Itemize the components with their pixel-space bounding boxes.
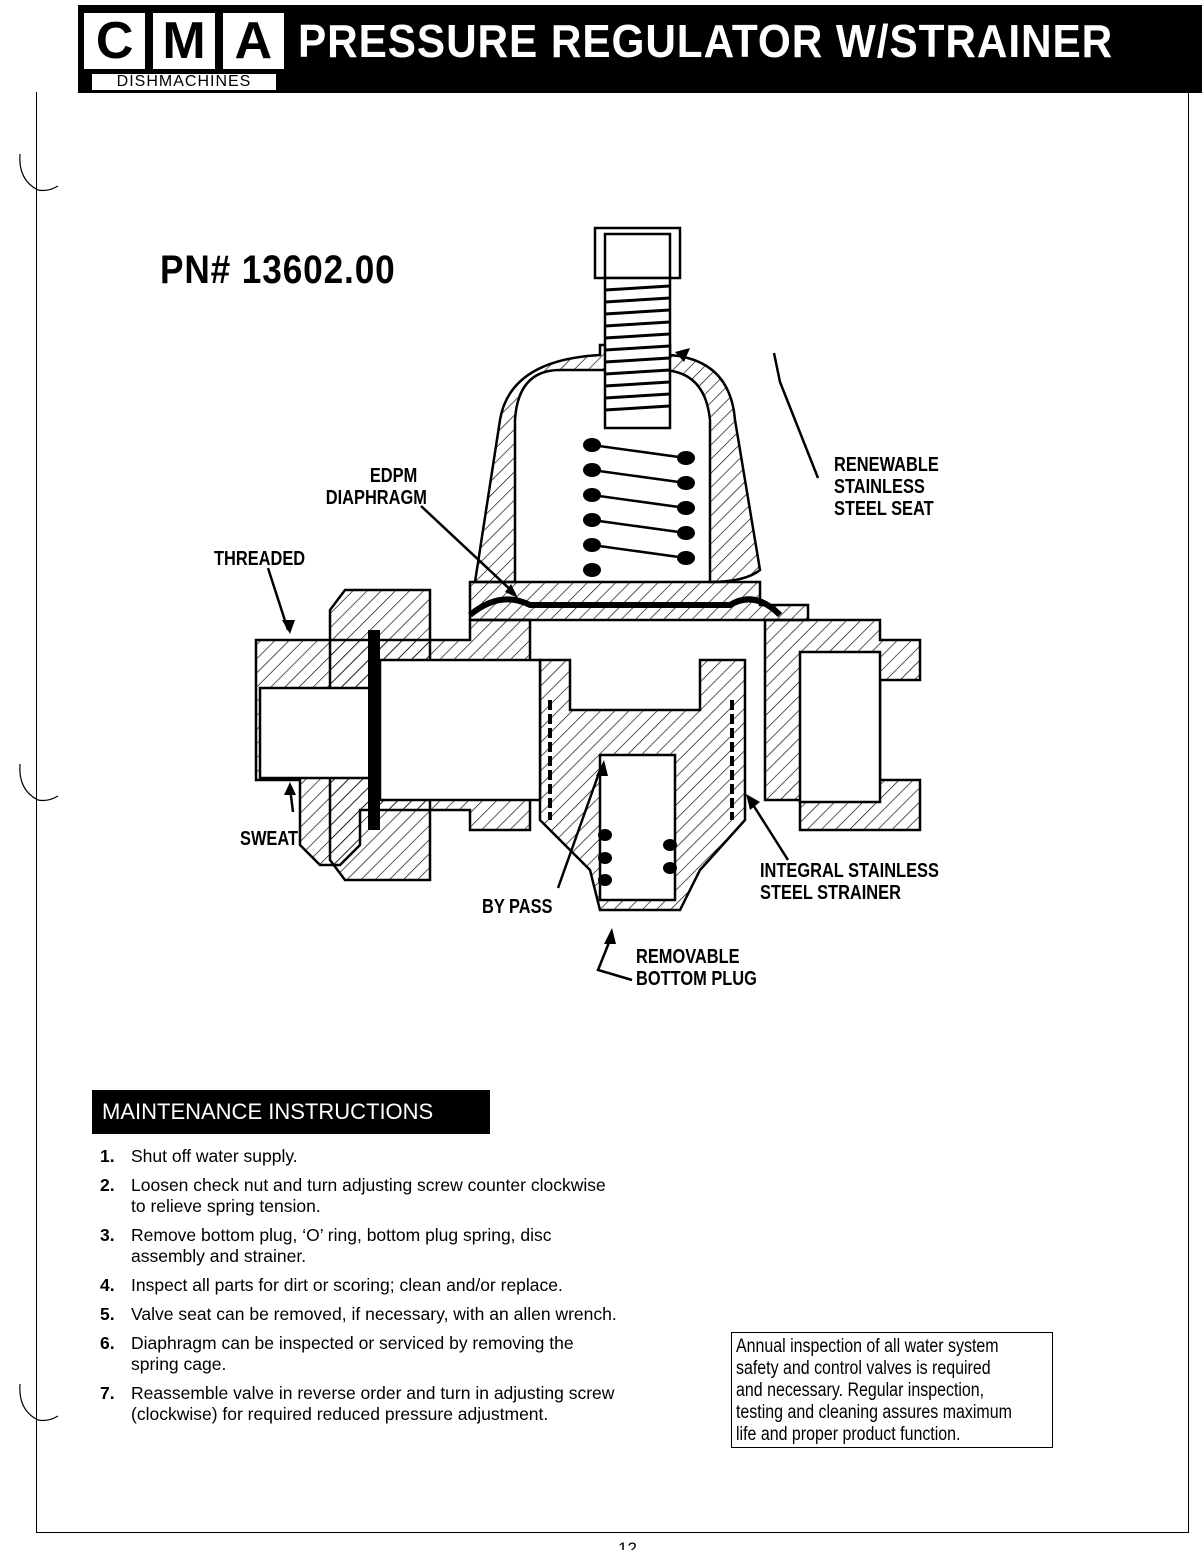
step-text: Shut off water supply. bbox=[131, 1146, 298, 1166]
callout-renewable-seat: RENEWABLE STAINLESS STEEL SEAT bbox=[834, 454, 939, 520]
page-frame-bottom bbox=[36, 1532, 1188, 1533]
step-number: 4. bbox=[100, 1275, 115, 1295]
list-item: 5. Valve seat can be removed, if necessar… bbox=[100, 1304, 620, 1325]
step-text: Reassemble valve in reverse order and tu… bbox=[131, 1383, 615, 1424]
list-item: 1. Shut off water supply. bbox=[100, 1146, 620, 1167]
note-line: life and proper product function. bbox=[736, 1424, 961, 1445]
callout-line: EDPM bbox=[369, 465, 418, 487]
list-item: 3. Remove bottom plug, ‘O’ ring, bottom p… bbox=[100, 1225, 620, 1267]
step-number: 6. bbox=[100, 1333, 115, 1353]
maintenance-heading: MAINTENANCE INSTRUCTIONS bbox=[92, 1090, 490, 1134]
step-text: Remove bottom plug, ‘O’ ring, bottom plu… bbox=[131, 1225, 552, 1266]
callout-line: RENEWABLE bbox=[834, 454, 939, 476]
note-line: Annual inspection of all water system bbox=[736, 1336, 999, 1357]
step-text: Valve seat can be removed, if necessary,… bbox=[131, 1304, 617, 1324]
step-number: 7. bbox=[100, 1383, 115, 1403]
callout-threaded: THREADED bbox=[214, 548, 306, 570]
note-line: and necessary. Regular inspection, bbox=[736, 1380, 985, 1401]
list-item: 6. Diaphragm can be inspected or serviced… bbox=[100, 1333, 620, 1375]
note-line: safety and control valves is required bbox=[736, 1358, 991, 1379]
list-item: 2. Loosen check nut and turn adjusting sc… bbox=[100, 1175, 620, 1217]
page-frame-right bbox=[1188, 92, 1189, 1533]
callout-line: DIAPHRAGM bbox=[325, 487, 427, 509]
step-number: 2. bbox=[100, 1175, 115, 1195]
page-title: PRESSURE REGULATOR W/STRAINER bbox=[298, 15, 1114, 67]
cma-logo: C M A DISHMACHINES bbox=[78, 8, 290, 90]
maintenance-steps: 1. Shut off water supply. 2. Loosen check … bbox=[100, 1146, 620, 1433]
note-line: testing and cleaning assures maximum bbox=[736, 1402, 1012, 1423]
callout-edpm-diaphragm: EDPM DIAPHRAGM bbox=[326, 465, 427, 509]
binder-hole-icon bbox=[19, 153, 59, 192]
binder-hole-icon bbox=[19, 1383, 59, 1422]
inspection-note: Annual inspection of all water system sa… bbox=[731, 1332, 1053, 1448]
binder-hole-icon bbox=[19, 763, 59, 802]
step-text: Loosen check nut and turn adjusting scre… bbox=[131, 1175, 606, 1216]
logo-letter: C bbox=[82, 11, 148, 71]
strainer bbox=[548, 700, 734, 820]
part-number: PN# 13602.00 bbox=[160, 248, 396, 292]
callout-line: STAINLESS bbox=[834, 476, 925, 498]
logo-subtitle: DISHMACHINES bbox=[92, 74, 276, 90]
gasket bbox=[368, 630, 380, 830]
step-text: Inspect all parts for dirt or scoring; c… bbox=[131, 1275, 563, 1295]
logo-letter: M bbox=[151, 11, 217, 71]
bottom-plug-spring bbox=[598, 829, 677, 886]
callout-line: BOTTOM PLUG bbox=[636, 968, 757, 990]
callout-bypass: BY PASS bbox=[482, 896, 553, 918]
callout-arrows bbox=[266, 352, 820, 982]
step-number: 3. bbox=[100, 1225, 115, 1245]
callout-removable-plug: REMOVABLE BOTTOM PLUG bbox=[636, 946, 757, 990]
callout-line: INTEGRAL STAINLESS bbox=[760, 860, 939, 882]
callout-line: REMOVABLE bbox=[636, 946, 740, 968]
callout-line: STEEL SEAT bbox=[834, 498, 934, 520]
logo-letter: A bbox=[220, 11, 286, 71]
pressure-regulator-diagram bbox=[254, 226, 922, 982]
callout-line: STEEL STRAINER bbox=[760, 882, 901, 904]
diaphragm bbox=[468, 596, 783, 618]
spring bbox=[583, 438, 695, 577]
list-item: 7. Reassemble valve in reverse order and … bbox=[100, 1383, 620, 1425]
adjusting-screw bbox=[603, 276, 672, 430]
arrowheads bbox=[282, 348, 760, 944]
list-item: 4. Inspect all parts for dirt or scoring;… bbox=[100, 1275, 620, 1296]
flow-passages bbox=[258, 650, 882, 902]
step-number: 5. bbox=[100, 1304, 115, 1324]
logo-letters: C M A bbox=[82, 11, 286, 71]
callout-sweat: SWEAT bbox=[240, 828, 299, 850]
page-number: 12 bbox=[618, 1539, 637, 1550]
callout-integral-strainer: INTEGRAL STAINLESS STEEL STRAINER bbox=[760, 860, 939, 904]
step-text: Diaphragm can be inspected or serviced b… bbox=[131, 1333, 574, 1374]
page-frame-left bbox=[36, 92, 37, 1532]
step-number: 1. bbox=[100, 1146, 115, 1166]
